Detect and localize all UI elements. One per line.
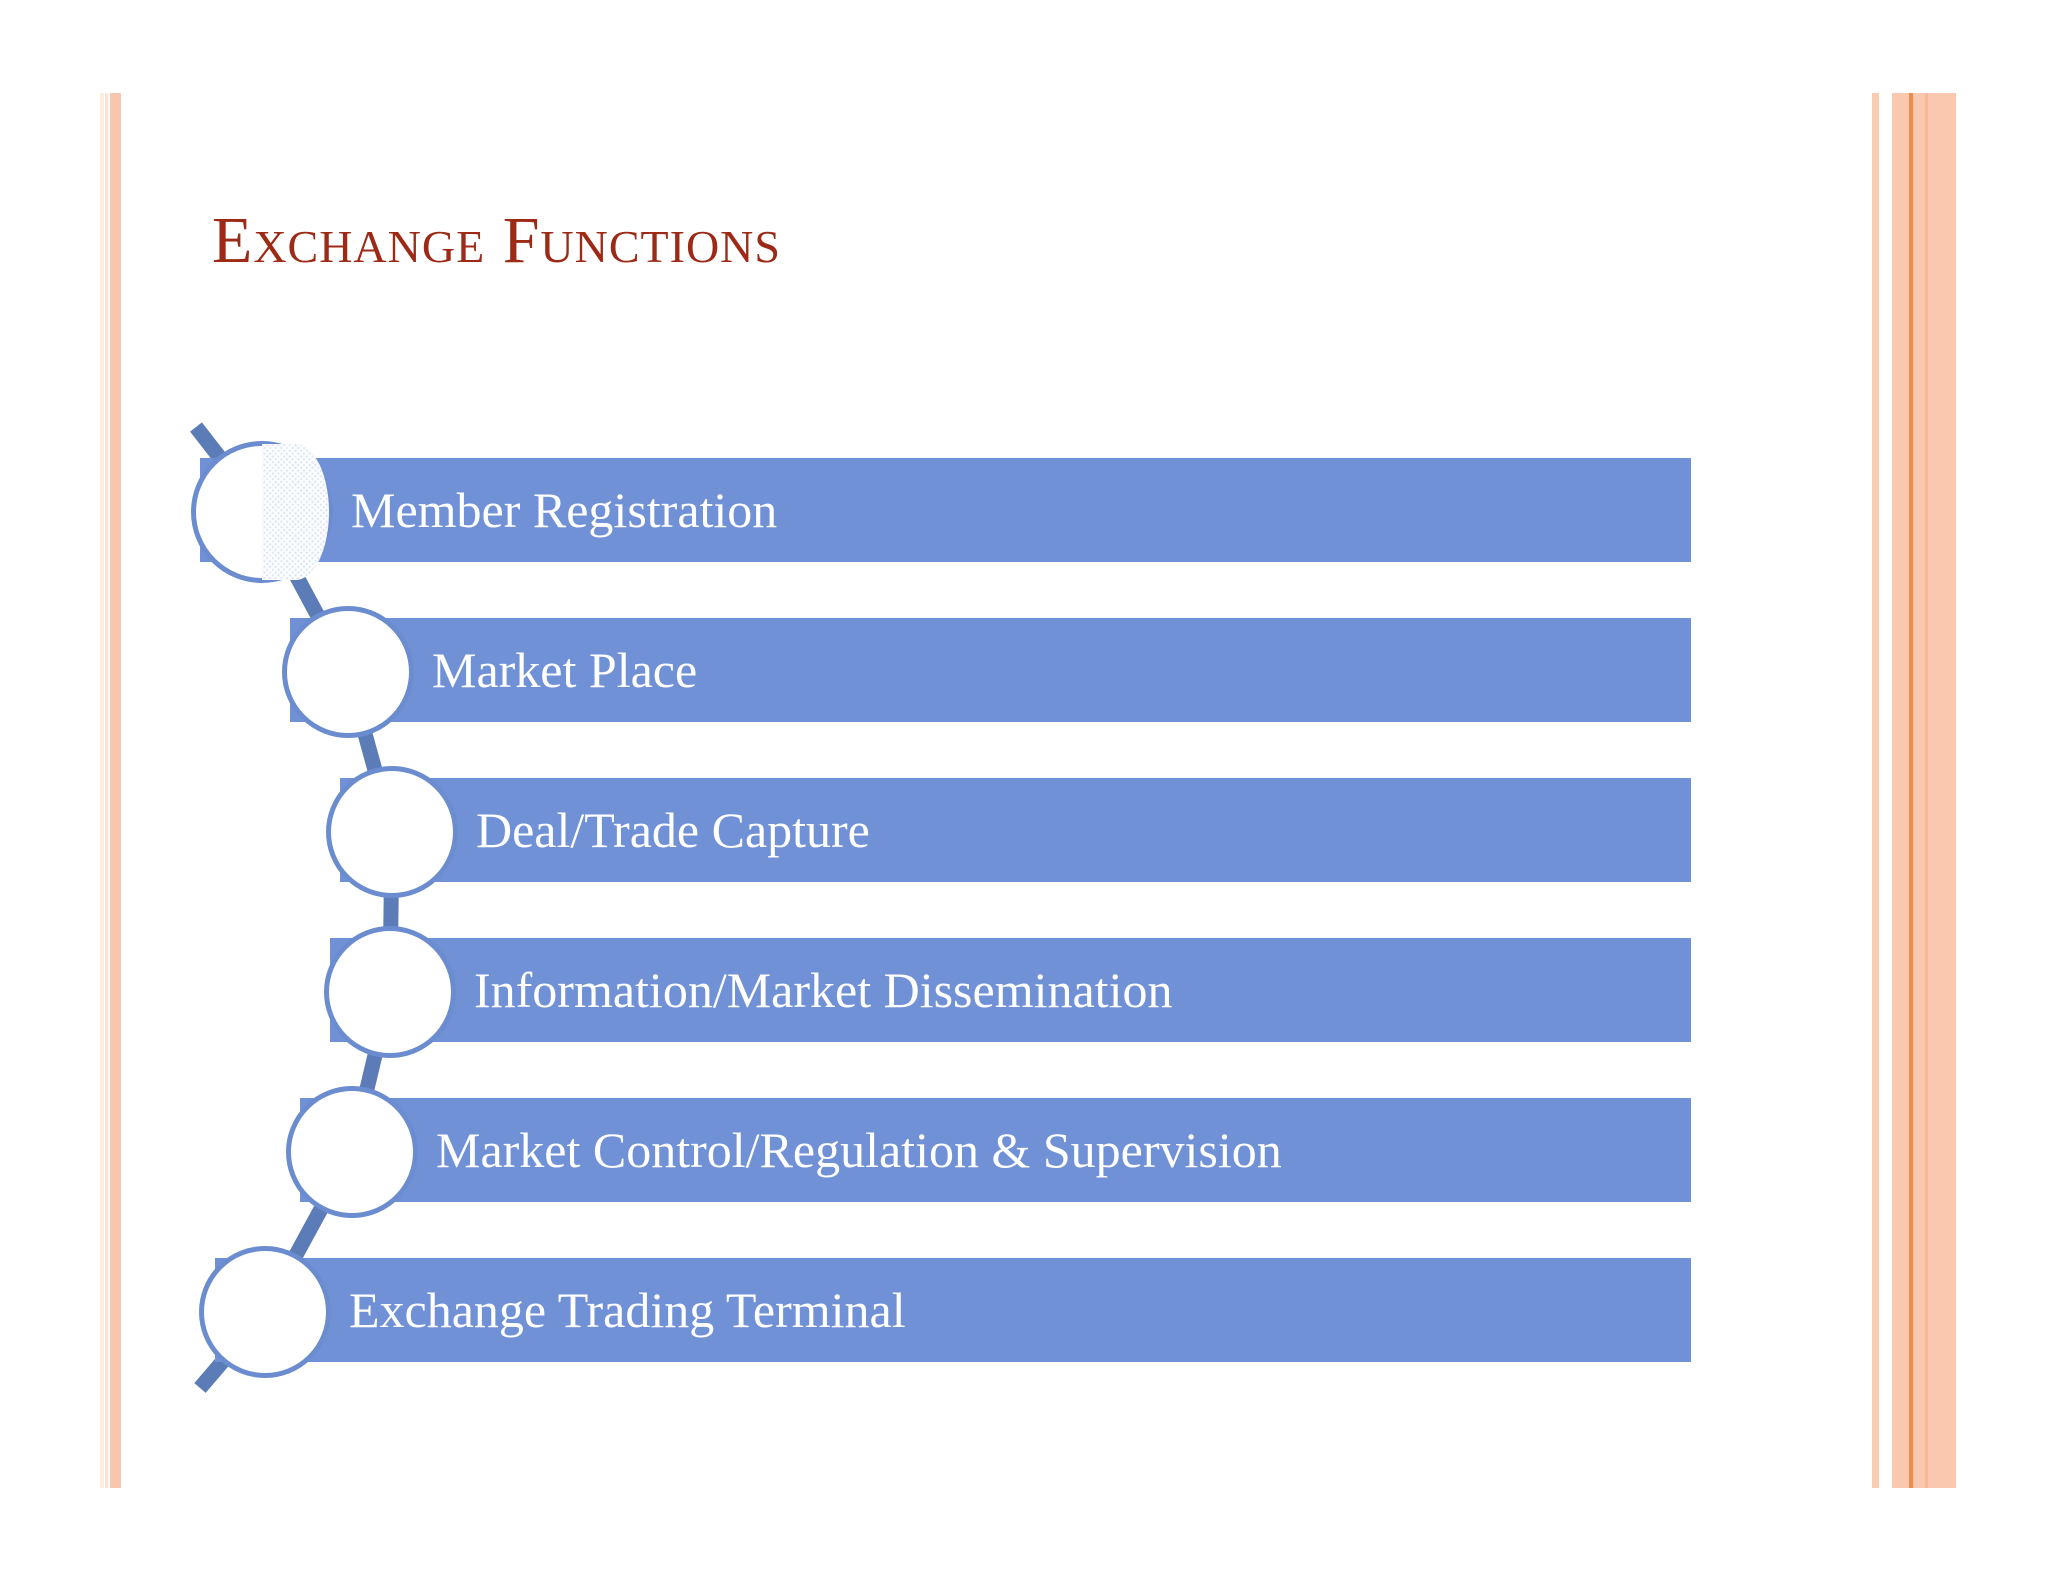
- row-label: Information/Market Dissemination: [474, 962, 1173, 1018]
- diagram-row[interactable]: Information/Market Dissemination: [0, 938, 2048, 1042]
- node-circle[interactable]: [326, 766, 458, 898]
- row-bar: [330, 938, 1691, 1042]
- diagram-row[interactable]: Market Control/Regulation & Supervision: [0, 1098, 2048, 1202]
- row-label: Market Control/Regulation & Supervision: [436, 1122, 1282, 1178]
- node-circle[interactable]: [286, 1086, 418, 1218]
- row-bar: [215, 1258, 1691, 1362]
- row-bar: [340, 778, 1691, 882]
- diagram-row[interactable]: Exchange Trading Terminal: [0, 1258, 2048, 1362]
- node-circle[interactable]: [324, 926, 456, 1058]
- row-label: Member Registration: [351, 482, 778, 538]
- diagram-row[interactable]: Member Registration: [0, 458, 2048, 562]
- row-bar: [300, 1098, 1691, 1202]
- left-stripe-peach: [110, 93, 121, 1488]
- page-title: Exchange Functions: [212, 204, 781, 277]
- right-stripe-thin: [1872, 93, 1879, 1488]
- row-bar: [290, 618, 1691, 722]
- right-stripe-band: [1892, 93, 1956, 1488]
- left-stripe-cream: [105, 93, 108, 1488]
- row-label: Exchange Trading Terminal: [349, 1282, 906, 1338]
- right-stripe-orange-line: [1909, 93, 1913, 1488]
- row-label: Market Place: [432, 642, 698, 698]
- diagram-row[interactable]: Deal/Trade Capture: [0, 778, 2048, 882]
- row-label: Deal/Trade Capture: [476, 802, 870, 858]
- node-circle[interactable]: [191, 441, 333, 583]
- diagram-row[interactable]: Market Place: [0, 618, 2048, 722]
- left-stripe-light: [100, 93, 104, 1488]
- right-stripe-inner: [1925, 93, 1928, 1488]
- node-circle[interactable]: [282, 606, 414, 738]
- row-bar: [200, 458, 1691, 562]
- node-circle[interactable]: [199, 1246, 331, 1378]
